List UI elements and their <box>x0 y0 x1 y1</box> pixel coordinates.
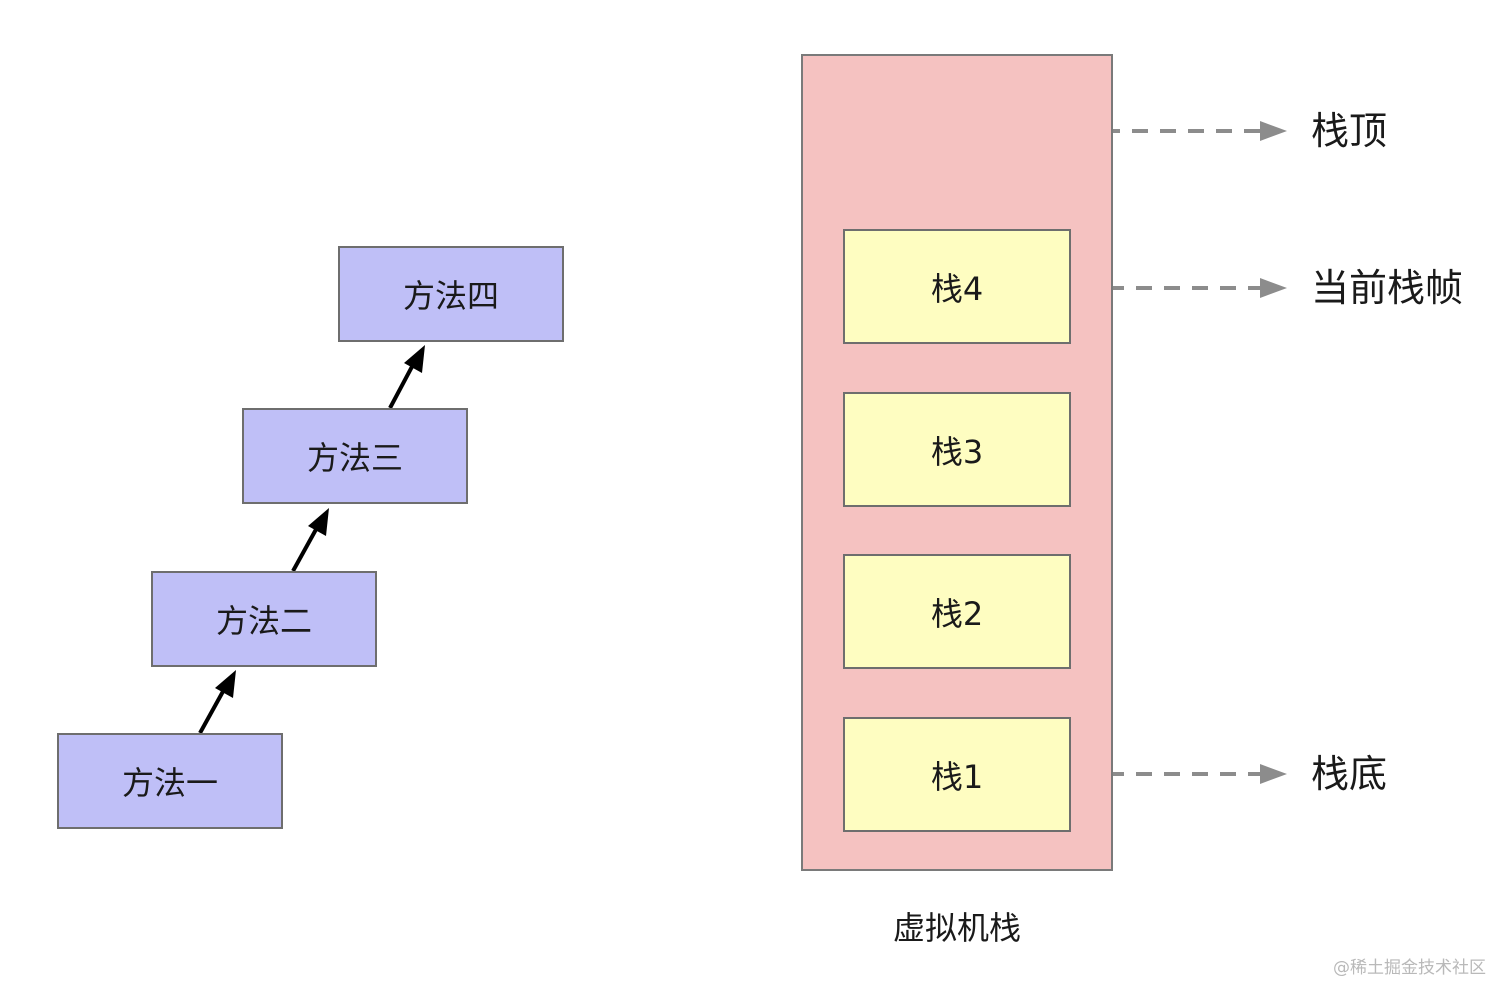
call-arrow-3-to-4 <box>388 345 425 409</box>
method-label-4: 方法四 <box>402 277 499 315</box>
stack-frame-3: 栈3 <box>843 392 1071 507</box>
call-arrow-1-to-2 <box>198 670 236 734</box>
method-label-3: 方法三 <box>306 439 403 477</box>
stack-frame-4: 栈4 <box>843 229 1071 344</box>
current-frame-label: 当前栈帧 <box>1311 266 1464 310</box>
stack-frame-2: 栈2 <box>843 554 1071 669</box>
method-label-2: 方法二 <box>215 602 312 640</box>
method-box-2: 方法二 <box>151 571 377 667</box>
method-label-1: 方法一 <box>121 764 218 802</box>
watermark: @稀土掘金技术社区 <box>1333 958 1486 978</box>
stack-frame-1: 栈1 <box>843 717 1071 832</box>
method-box-1: 方法一 <box>57 733 283 829</box>
stack-frame-label-1: 栈1 <box>930 757 984 796</box>
stack-frame-label-4: 栈4 <box>930 269 984 308</box>
call-arrow-2-to-3 <box>291 508 329 572</box>
method-box-3: 方法三 <box>242 408 468 504</box>
stack-bottom-label: 栈底 <box>1311 752 1388 796</box>
stack-frame-label-3: 栈3 <box>930 432 984 471</box>
stack-top-label: 栈顶 <box>1311 109 1388 153</box>
stack-frame-label-2: 栈2 <box>930 594 984 633</box>
vm-stack-caption: 虚拟机栈 <box>892 909 1021 947</box>
method-box-4: 方法四 <box>338 246 564 342</box>
